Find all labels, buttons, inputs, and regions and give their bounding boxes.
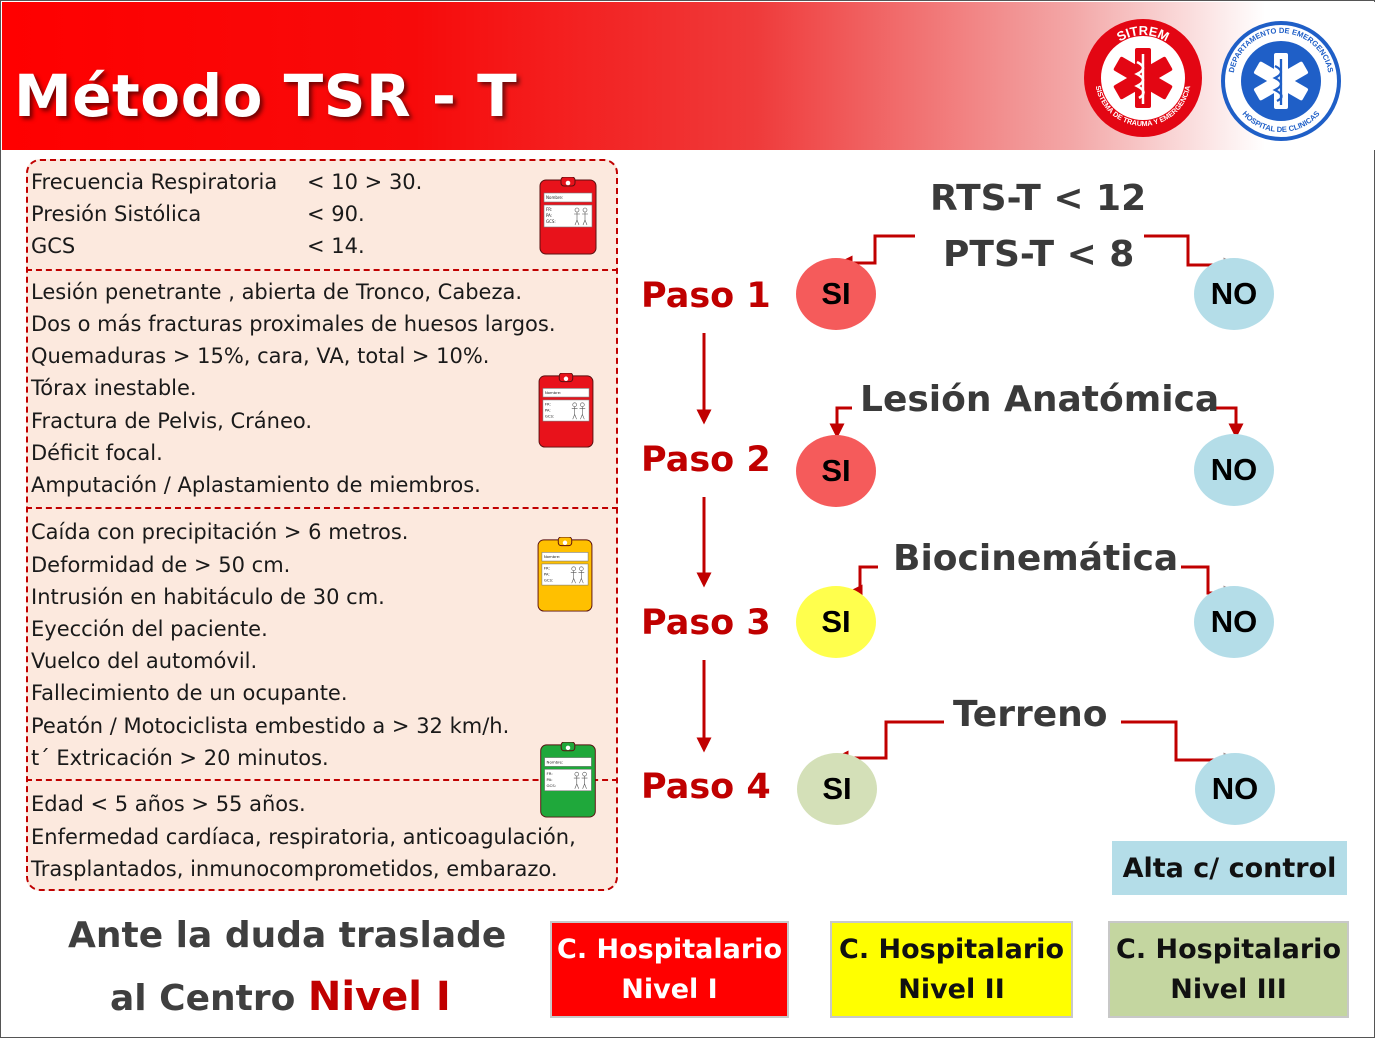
- svg-text:FR:: FR:: [547, 771, 553, 776]
- mechanism-criterion: Fallecimiento de un ocupante.: [31, 681, 348, 705]
- center-line-2: Nivel III: [1170, 973, 1287, 1005]
- svg-text:GCS:: GCS:: [547, 783, 556, 788]
- step-criterion-heading: Terreno: [953, 694, 1108, 735]
- svg-text:PA:: PA:: [544, 571, 550, 576]
- triage-tag-red: Nombre: FR:PA:GCS:: [538, 373, 594, 448]
- svg-text:GCS:: GCS:: [545, 413, 554, 418]
- vital-label: GCS: [31, 234, 76, 258]
- anatomic-criterion: Tórax inestable.: [31, 376, 197, 400]
- anatomic-criterion: Quemaduras > 15%, cara, VA, total > 10%.: [31, 344, 490, 368]
- anatomic-criterion: Dos o más fracturas proximales de huesos…: [31, 312, 556, 336]
- center-line-2: Nivel I: [621, 973, 718, 1005]
- svg-text:GCS:: GCS:: [544, 577, 553, 582]
- svg-text:FR:: FR:: [544, 566, 550, 571]
- mechanism-criterion: Eyección del paciente.: [31, 617, 268, 641]
- step-label: Paso 4: [641, 767, 771, 807]
- advice-line-2: al Centro Nivel I: [110, 974, 451, 1020]
- vital-value: < 90.: [307, 202, 365, 226]
- svg-text:Nombre:: Nombre:: [545, 390, 562, 395]
- step-criterion-heading: RTS-T < 12: [930, 178, 1147, 219]
- step-label: Paso 3: [641, 603, 771, 643]
- hospital-logo: DEPARTAMENTO DE EMERGENCIAS HOSPITAL DE …: [1221, 21, 1341, 141]
- vital-value: < 10 > 30.: [307, 170, 423, 194]
- anatomic-criterion: Fractura de Pelvis, Cráneo.: [31, 409, 313, 433]
- triage-tag-green: Nombre: FR:PA:GCS:: [540, 742, 596, 818]
- vital-label: Frecuencia Respiratoria: [31, 170, 278, 194]
- svg-text:GCS:: GCS:: [546, 219, 556, 224]
- criteria-divider: [26, 779, 618, 781]
- svg-text:Nombre:: Nombre:: [546, 195, 563, 200]
- svg-text:PA:: PA:: [547, 777, 553, 782]
- mechanism-criterion: Vuelco del automóvil.: [31, 649, 258, 673]
- criteria-divider: [26, 269, 618, 271]
- no-circle: NO: [1194, 586, 1274, 658]
- advice-prefix: al Centro: [110, 978, 308, 1019]
- no-circle: NO: [1194, 434, 1274, 506]
- special-criterion: Edad < 5 años > 55 años.: [31, 792, 306, 816]
- anatomic-criterion: Lesión penetrante , abierta de Tronco, C…: [31, 280, 523, 304]
- mechanism-criterion: Deformidad de > 50 cm.: [31, 553, 291, 577]
- center-nivel-1: C. Hospitalario Nivel I: [550, 921, 789, 1018]
- yes-circle: SI: [796, 586, 876, 658]
- svg-text:Nombre:: Nombre:: [547, 759, 564, 764]
- triage-tag-red: Nombre: FR:PA:GCS:: [539, 177, 597, 255]
- sitrem-logo: SITREM SISTEMA DE TRAUMA Y EMERGENCIA: [1084, 19, 1202, 137]
- mechanism-criterion: Caída con precipitación > 6 metros.: [31, 520, 409, 544]
- criteria-divider: [26, 507, 618, 509]
- special-criterion: Enfermedad cardíaca, respiratoria, antic…: [31, 825, 576, 849]
- step-label: Paso 2: [641, 440, 771, 480]
- center-nivel-3: C. Hospitalario Nivel III: [1108, 921, 1349, 1018]
- center-line-1: C. Hospitalario: [557, 933, 782, 965]
- center-line-2: Nivel II: [898, 973, 1005, 1005]
- triage-tag-yellow: Nombre: FR:PA:GCS:: [537, 537, 593, 612]
- special-criterion: Trasplantados, inmunocomprometidos, emba…: [31, 857, 558, 881]
- center-nivel-2: C. Hospitalario Nivel II: [830, 921, 1073, 1018]
- svg-text:PA:: PA:: [545, 407, 551, 412]
- step-criterion-heading: Lesión Anatómica: [860, 379, 1220, 420]
- svg-text:FR:: FR:: [546, 207, 552, 212]
- anatomic-criterion: Déficit focal.: [31, 441, 163, 465]
- yes-circle: SI: [796, 258, 876, 330]
- mechanism-criterion: Intrusión en habitáculo de 30 cm.: [31, 585, 385, 609]
- criteria-panel: [26, 159, 618, 891]
- mechanism-criterion: Peatón / Motociclista embestido a > 32 k…: [31, 714, 510, 738]
- advice-line-1: Ante la duda traslade: [68, 915, 507, 956]
- svg-text:PA:: PA:: [546, 213, 552, 218]
- no-circle: NO: [1194, 258, 1274, 330]
- mechanism-criterion: t´ Extricación > 20 minutos.: [31, 746, 329, 770]
- no-circle: NO: [1195, 753, 1275, 825]
- vital-label: Presión Sistólica: [31, 202, 202, 226]
- center-line-1: C. Hospitalario: [839, 933, 1064, 965]
- step-label: Paso 1: [641, 276, 771, 316]
- svg-text:FR:: FR:: [545, 402, 551, 407]
- yes-circle: SI: [796, 435, 876, 507]
- vital-value: < 14.: [307, 234, 365, 258]
- discharge-box: Alta c/ control: [1112, 841, 1347, 895]
- advice-highlight: Nivel I: [307, 974, 451, 1020]
- yes-circle: SI: [797, 753, 877, 825]
- center-line-1: C. Hospitalario: [1116, 933, 1341, 965]
- svg-text:Nombre:: Nombre:: [544, 554, 561, 559]
- step-criterion-heading: Biocinemática: [893, 538, 1179, 579]
- step-criterion-heading: PTS-T < 8: [943, 234, 1135, 275]
- page-title: Método TSR - T: [14, 62, 518, 130]
- anatomic-criterion: Amputación / Aplastamiento de miembros.: [31, 473, 481, 497]
